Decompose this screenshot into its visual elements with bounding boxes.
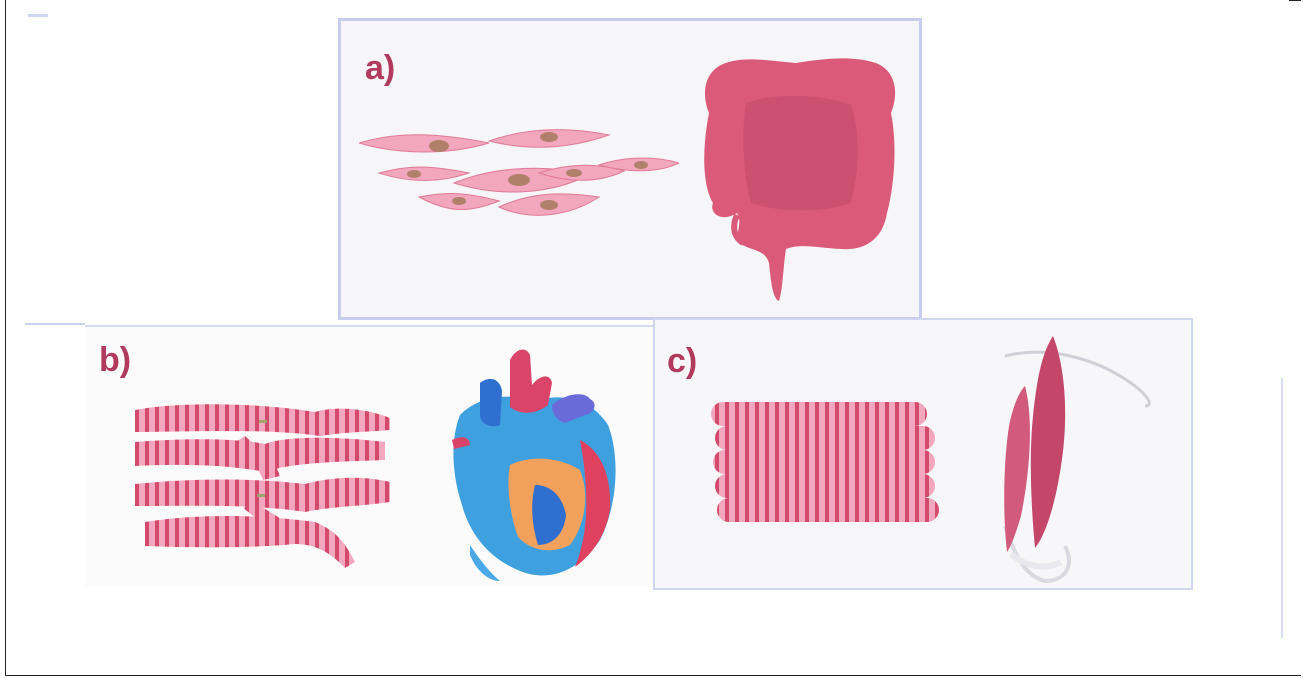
panel-a-label: a) (365, 51, 395, 85)
panel-c-label: c) (667, 344, 697, 378)
skeletal-muscle-fibers-icon (705, 388, 945, 528)
scan-edge-line (1281, 378, 1283, 638)
panel-a: a) (338, 18, 922, 320)
panel-b-label: b) (99, 343, 131, 377)
smooth-muscle-cells-icon (359, 121, 679, 231)
skeletal-muscle-icon (985, 326, 1165, 586)
panel-c: c) (653, 318, 1193, 590)
scan-edge-line (25, 323, 85, 325)
corner-tick (1289, 0, 1301, 1)
cardiac-muscle-cells-icon (135, 402, 395, 577)
heart-icon (440, 345, 620, 585)
panel-b: b) (85, 325, 653, 587)
intestine-icon (691, 53, 901, 303)
scan-mark (28, 14, 48, 17)
